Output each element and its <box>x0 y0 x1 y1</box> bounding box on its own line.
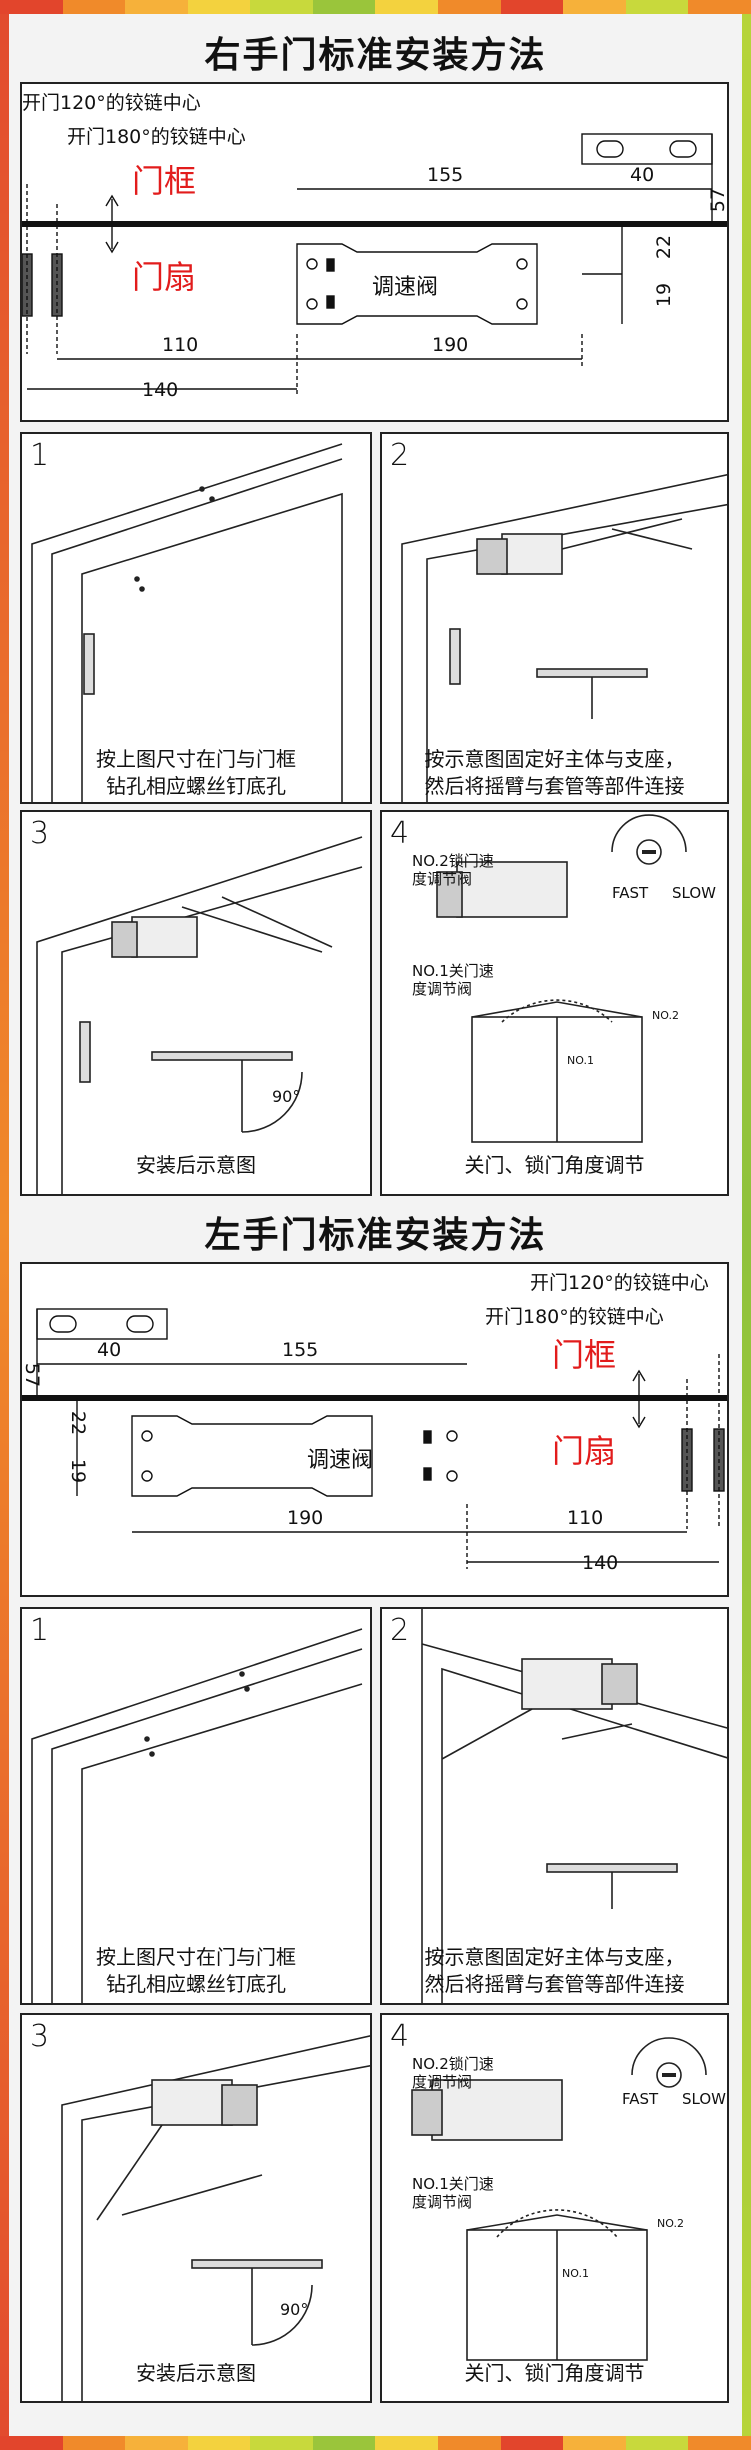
step-caption-line1: 按上图尺寸在门与门框 <box>96 747 296 771</box>
dim-140: 140 <box>582 1552 619 1574</box>
bottom-color-stripe <box>0 2436 751 2450</box>
step-4-drawing <box>436 814 687 1143</box>
step-number: 3 <box>30 816 50 851</box>
step-2-drawing <box>421 1609 727 2003</box>
step-4-drawing <box>411 2037 707 2361</box>
door-leaf-label: 门扇 <box>552 1432 617 1470</box>
angle-label: 90° <box>272 1087 301 1106</box>
right-step-3: 90° 3 安装后示意图 <box>20 810 372 1196</box>
no2-mark: NO.2 <box>652 1009 679 1022</box>
hinge-120-label: 开门120°的铰链中心 <box>530 1272 709 1294</box>
hinge-120-label: 开门120°的铰链中心 <box>22 92 201 114</box>
step-3-drawing <box>36 836 363 1194</box>
dim-40: 40 <box>97 1339 122 1361</box>
right-section-title: 右手门标准安装方法 <box>204 35 547 76</box>
dim-155: 155 <box>427 164 464 186</box>
dim-19: 19 <box>67 1458 90 1484</box>
step-number: 2 <box>390 438 410 473</box>
no1-mark: NO.1 <box>562 2267 589 2280</box>
dim-110: 110 <box>567 1507 604 1529</box>
dim-110: 110 <box>162 334 199 356</box>
step-1-drawing <box>31 1628 363 2003</box>
hinge-180-label: 开门180°的铰链中心 <box>485 1306 664 1328</box>
no1-mark: NO.1 <box>567 1054 594 1067</box>
angle-label: 90° <box>280 2300 309 2319</box>
left-step-2: 2 按示意图固定好主体与支座， 然后将摇臂与套管等部件连接 <box>380 1607 729 2005</box>
dim-57: 57 <box>21 1362 44 1388</box>
dim-22: 22 <box>653 234 676 260</box>
speed-valve-label: 调速阀 <box>307 1448 374 1473</box>
slow-label: SLOW <box>672 884 716 902</box>
right-step-2: 2 按示意图固定好主体与支座， 然后将摇臂与套管等部件连接 <box>380 432 729 804</box>
step-caption-line2: 然后将摇臂与套管等部件连接 <box>424 774 685 798</box>
slow-label: SLOW <box>682 2090 726 2108</box>
dim-40: 40 <box>630 164 655 186</box>
door-frame-label: 门框 <box>132 162 197 200</box>
right-dimension-drawing <box>22 133 727 394</box>
hinge-180-label: 开门180°的铰链中心 <box>67 126 246 148</box>
door-leaf-label: 门扇 <box>132 258 197 296</box>
fast-label: FAST <box>622 2090 659 2108</box>
dim-190: 190 <box>432 334 469 356</box>
dim-22: 22 <box>67 1410 90 1436</box>
step-2-drawing <box>401 474 727 802</box>
left-dimension-drawing <box>22 1308 727 1569</box>
no1-valve-label-1: NO.1关门速 <box>412 2175 494 2193</box>
step-number: 1 <box>30 1613 50 1648</box>
left-step-4: NO.2锁门速 度调节阀 NO.1关门速 度调节阀 FAST SLOW NO.1… <box>380 2013 729 2403</box>
no1-valve-label-2: 度调节阀 <box>412 2193 473 2211</box>
speed-valve-label: 调速阀 <box>372 275 439 300</box>
step-caption-line1: 关门、锁门角度调节 <box>464 2361 645 2385</box>
step-number: 1 <box>30 438 50 473</box>
left-section-title: 左手门标准安装方法 <box>204 1215 547 1256</box>
right-step-1: 1 按上图尺寸在门与门框 钻孔相应螺丝钉底孔 <box>20 432 372 804</box>
step-caption-line2: 钻孔相应螺丝钉底孔 <box>106 1972 286 1996</box>
step-number: 2 <box>390 1613 410 1648</box>
dim-57: 57 <box>707 187 729 213</box>
fast-label: FAST <box>612 884 649 902</box>
no2-valve-label-2: 度调节阀 <box>412 2073 473 2091</box>
left-border <box>0 14 9 2436</box>
step-3-drawing <box>61 2035 370 2401</box>
step-number: 4 <box>390 2019 410 2054</box>
step-caption-line1: 安装后示意图 <box>136 1153 256 1177</box>
right-step-4: NO.2锁门速 度调节阀 NO.1关门速 度调节阀 FAST SLOW NO.1… <box>380 810 729 1196</box>
step-number: 4 <box>390 816 410 851</box>
left-step-3: 90° 3 安装后示意图 <box>20 2013 372 2403</box>
dim-190: 190 <box>287 1507 324 1529</box>
step-caption-line1: 按上图尺寸在门与门框 <box>96 1945 296 1969</box>
top-color-stripe <box>0 0 751 14</box>
dim-155: 155 <box>282 1339 319 1361</box>
step-caption-line1: 按示意图固定好主体与支座， <box>424 1945 685 1969</box>
step-caption-line2: 然后将摇臂与套管等部件连接 <box>424 1972 685 1996</box>
right-dimension-diagram: 开门120°的铰链中心 开门180°的铰链中心 门框 门扇 调速阀 155 40… <box>20 82 729 422</box>
step-caption-line1: 按示意图固定好主体与支座， <box>424 747 685 771</box>
dim-19: 19 <box>653 282 676 308</box>
step-1-drawing <box>31 443 343 802</box>
door-frame-label: 门框 <box>552 1336 617 1374</box>
step-caption-line1: 关门、锁门角度调节 <box>464 1153 645 1177</box>
no2-valve-label-1: NO.2锁门速 <box>412 2055 494 2073</box>
dim-140: 140 <box>142 379 179 401</box>
no1-valve-label-2: 度调节阀 <box>412 980 473 998</box>
no2-valve-label-2: 度调节阀 <box>412 870 473 888</box>
left-dimension-diagram: 开门120°的铰链中心 开门180°的铰链中心 门框 门扇 调速阀 40 155… <box>20 1262 729 1597</box>
no1-valve-label-1: NO.1关门速 <box>412 962 494 980</box>
step-caption-line2: 钻孔相应螺丝钉底孔 <box>106 774 286 798</box>
step-number: 3 <box>30 2019 50 2054</box>
no2-mark: NO.2 <box>657 2217 684 2230</box>
no2-valve-label-1: NO.2锁门速 <box>412 852 494 870</box>
step-caption-line1: 安装后示意图 <box>136 2361 256 2385</box>
left-step-1: 1 按上图尺寸在门与门框 钻孔相应螺丝钉底孔 <box>20 1607 372 2005</box>
right-border <box>742 14 751 2436</box>
